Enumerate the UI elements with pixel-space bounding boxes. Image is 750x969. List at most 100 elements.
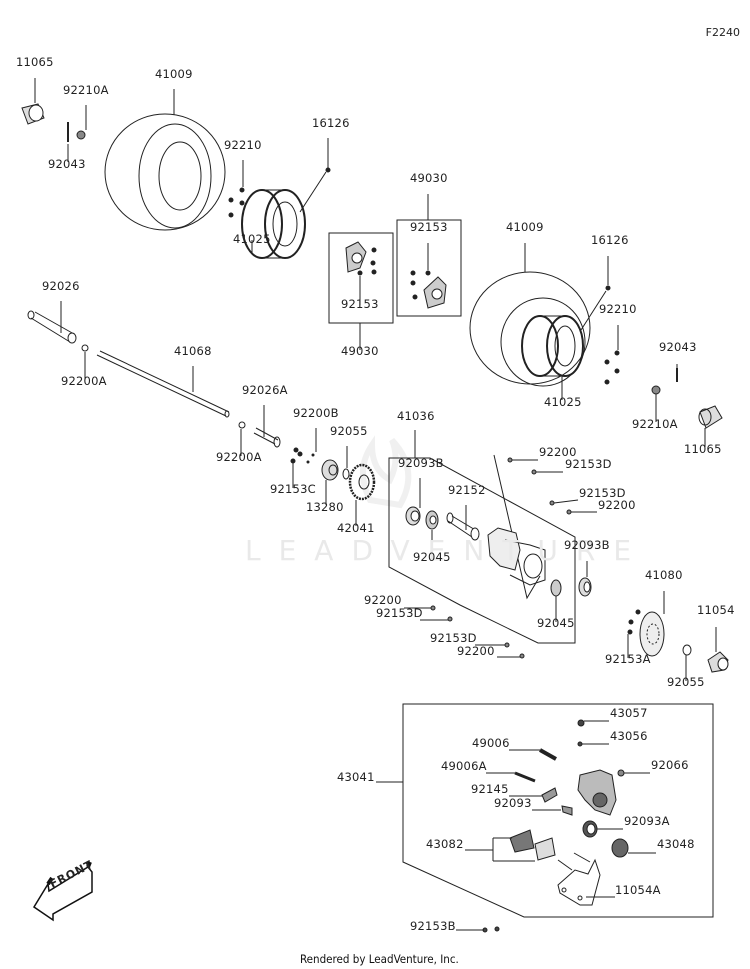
collar[interactable]	[446, 512, 480, 541]
part-label-41009[interactable]: 41009	[155, 67, 193, 81]
hub-bolts-left[interactable]	[357, 247, 377, 276]
part-label-11065[interactable]: 11065	[16, 55, 54, 69]
part-label-41025[interactable]: 41025	[233, 232, 271, 246]
part-label-92210a[interactable]: 92210A	[632, 417, 678, 431]
part-label-92153[interactable]: 92153	[410, 220, 448, 234]
caliper-pin-a[interactable]	[514, 771, 536, 783]
part-label-41068[interactable]: 41068	[174, 344, 212, 358]
lug-nut-right[interactable]	[651, 385, 661, 395]
caliper-plug[interactable]	[617, 769, 625, 777]
wheel-rim-right[interactable]	[521, 315, 584, 377]
part-label-43048[interactable]: 43048	[657, 837, 695, 851]
oil-seal-left[interactable]	[405, 506, 421, 526]
lug-nut-left[interactable]	[76, 130, 86, 140]
part-label-92055[interactable]: 92055	[330, 424, 368, 438]
part-label-92153d[interactable]: 92153D	[376, 606, 423, 620]
part-label-92043[interactable]: 92043	[48, 157, 86, 171]
tire-left[interactable]	[104, 113, 226, 231]
part-label-92200b[interactable]: 92200B	[293, 406, 339, 420]
brake-piston[interactable]	[611, 838, 629, 858]
part-label-16126[interactable]: 16126	[591, 233, 629, 247]
part-label-16126[interactable]: 16126	[312, 116, 350, 130]
part-label-92200a[interactable]: 92200A	[216, 450, 262, 464]
part-label-92026a[interactable]: 92026A	[242, 383, 288, 397]
part-label-43082[interactable]: 43082	[426, 837, 464, 851]
part-label-43041[interactable]: 43041	[337, 770, 375, 784]
part-label-92200[interactable]: 92200	[457, 644, 495, 658]
part-label-92093b[interactable]: 92093B	[564, 538, 610, 552]
bearing-left[interactable]	[425, 510, 439, 530]
part-label-92200a[interactable]: 92200A	[61, 374, 107, 388]
part-label-49006[interactable]: 49006	[472, 736, 510, 750]
part-label-92153d[interactable]: 92153D	[579, 486, 626, 500]
caliper-pin[interactable]	[539, 748, 557, 761]
part-label-92210[interactable]: 92210	[599, 302, 637, 316]
part-label-92210a[interactable]: 92210A	[63, 83, 109, 97]
part-label-41036[interactable]: 41036	[397, 409, 435, 423]
part-label-49030[interactable]: 49030	[341, 344, 379, 358]
part-label-92200[interactable]: 92200	[598, 498, 636, 512]
oil-seal-right[interactable]	[578, 577, 592, 597]
part-label-92153[interactable]: 92153	[341, 297, 379, 311]
part-label-92045[interactable]: 92045	[537, 616, 575, 630]
axle-housing[interactable]	[487, 527, 546, 586]
caliper-bolts[interactable]	[482, 926, 500, 933]
part-label-92200[interactable]: 92200	[364, 593, 402, 607]
part-label-92153d[interactable]: 92153D	[430, 631, 477, 645]
valve-stem-right[interactable]	[605, 285, 611, 291]
part-label-11065[interactable]: 11065	[684, 442, 722, 456]
bearing-right[interactable]	[550, 579, 562, 597]
brake-disc[interactable]	[639, 611, 665, 657]
hub-bolts-right[interactable]	[410, 270, 431, 300]
disc-bolts[interactable]	[627, 609, 641, 635]
axle-spacer-left[interactable]	[27, 310, 77, 344]
hub-cap-right[interactable]	[698, 405, 723, 429]
caliper-bracket[interactable]	[557, 852, 601, 906]
tire-right[interactable]	[469, 271, 591, 387]
part-label-92045[interactable]: 92045	[413, 550, 451, 564]
part-label-41009[interactable]: 41009	[506, 220, 544, 234]
part-label-41025[interactable]: 41025	[544, 395, 582, 409]
wheel-hub-left[interactable]	[345, 241, 367, 273]
sprocket-washers[interactable]	[306, 453, 315, 464]
part-label-43056[interactable]: 43056	[610, 729, 648, 743]
brake-pads[interactable]	[509, 829, 556, 861]
part-label-43057[interactable]: 43057	[610, 706, 648, 720]
part-label-92093[interactable]: 92093	[494, 796, 532, 810]
bleeder-valve[interactable]	[577, 741, 583, 747]
part-label-49030[interactable]: 49030	[410, 171, 448, 185]
disc-hub[interactable]	[707, 651, 729, 673]
part-label-49006a[interactable]: 49006A	[441, 759, 487, 773]
pad-spring[interactable]	[541, 787, 558, 803]
axle-spacer-right[interactable]	[253, 427, 281, 448]
part-label-92210[interactable]: 92210	[224, 138, 262, 152]
part-label-92093a[interactable]: 92093A	[624, 814, 670, 828]
wheel-hub-right[interactable]	[423, 276, 447, 309]
axle-washer-right[interactable]	[238, 421, 246, 429]
part-label-92026[interactable]: 92026	[42, 279, 80, 293]
part-label-92093b[interactable]: 92093B	[398, 456, 444, 470]
part-label-92153b[interactable]: 92153B	[410, 919, 456, 933]
wheel-nuts-left[interactable]	[228, 187, 245, 218]
o-ring-sprocket[interactable]	[342, 468, 350, 480]
part-label-92153a[interactable]: 92153A	[605, 652, 651, 666]
piston-seal[interactable]	[582, 820, 598, 838]
part-label-92066[interactable]: 92066	[651, 758, 689, 772]
rear-axle-shaft[interactable]	[96, 350, 230, 418]
part-label-41080[interactable]: 41080	[645, 568, 683, 582]
part-label-11054[interactable]: 11054	[697, 603, 735, 617]
valve-stem-left[interactable]	[325, 167, 331, 173]
part-label-92200[interactable]: 92200	[539, 445, 577, 459]
bleeder-cap[interactable]	[577, 719, 585, 727]
part-label-92043[interactable]: 92043	[659, 340, 697, 354]
part-label-11054a[interactable]: 11054A	[615, 883, 661, 897]
sprocket-hub[interactable]	[321, 459, 339, 481]
part-label-42041[interactable]: 42041	[337, 521, 375, 535]
part-label-92152[interactable]: 92152	[448, 483, 486, 497]
part-label-13280[interactable]: 13280	[306, 500, 344, 514]
axle-washer-left[interactable]	[81, 344, 89, 352]
wheel-nuts-right[interactable]	[604, 350, 620, 385]
part-label-92055[interactable]: 92055	[667, 675, 705, 689]
part-label-92153c[interactable]: 92153C	[270, 482, 316, 496]
part-label-92153d[interactable]: 92153D	[565, 457, 612, 471]
